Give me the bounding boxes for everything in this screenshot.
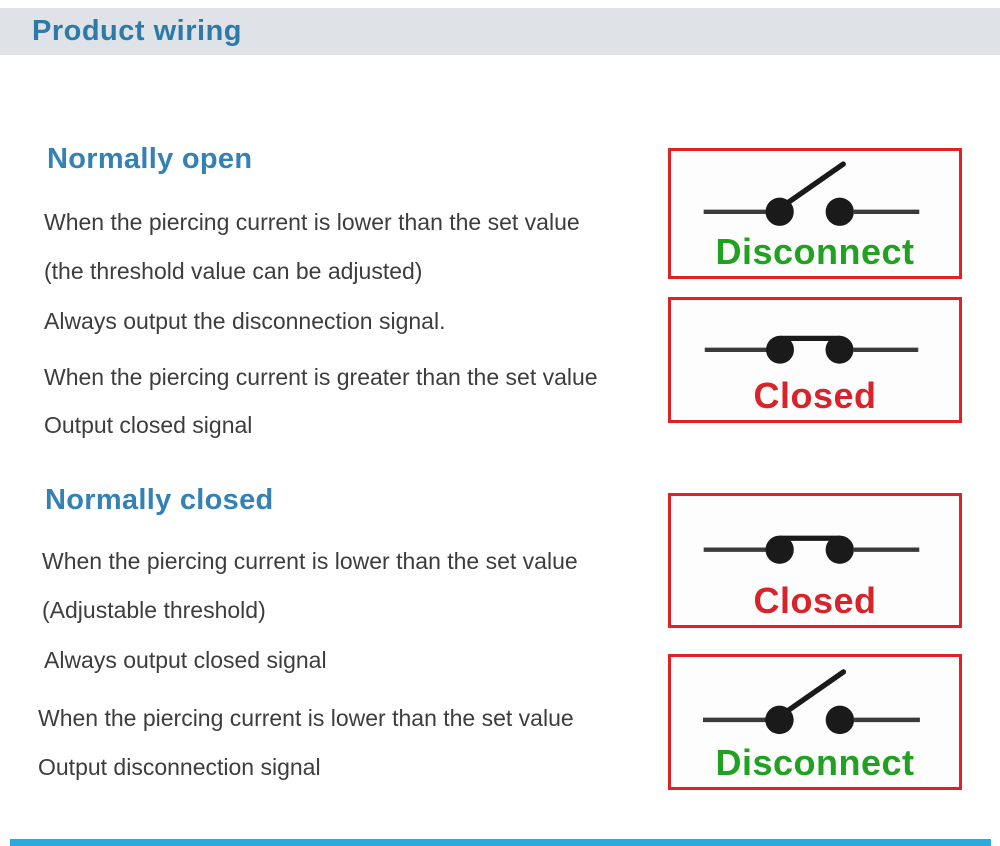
open-switch-icon [703,669,920,735]
body-line: Always output the disconnection signal. [44,308,446,334]
diagram-label-disconnect: Disconnect [715,742,915,783]
body-line: (the threshold value can be adjusted) [44,258,423,284]
diagram-label-closed: Closed [753,375,877,416]
next-section-header-strip [10,839,991,846]
diagram-label-disconnect: Disconnect [715,231,915,272]
diagram-box-closed-top: Closed [668,297,962,423]
body-line: When the piercing current is lower than … [38,705,574,731]
section-heading-normally-open: Normally open [47,143,253,175]
page-header-bar: Product wiring [0,8,1000,55]
body-line: Always output closed signal [44,647,327,673]
section-heading-normally-closed: Normally closed [45,484,274,516]
open-switch-icon [703,161,920,226]
diagram-box-closed-bottom: Closed [668,493,962,628]
body-line: When the piercing current is lower than … [42,548,578,574]
body-line: Output disconnection signal [38,754,321,780]
diagram-box-disconnect-bottom: Disconnect [668,654,962,790]
closed-switch-icon [703,535,920,564]
body-line: Output closed signal [44,412,253,438]
diagram-box-disconnect-top: Disconnect [668,148,962,279]
closed-switch-icon [704,335,919,364]
diagram-label-closed: Closed [753,580,877,621]
page-title: Product wiring [32,15,242,47]
body-line: (Adjustable threshold) [42,597,266,623]
body-line: When the piercing current is lower than … [44,209,580,235]
body-line: When the piercing current is greater tha… [44,364,598,390]
